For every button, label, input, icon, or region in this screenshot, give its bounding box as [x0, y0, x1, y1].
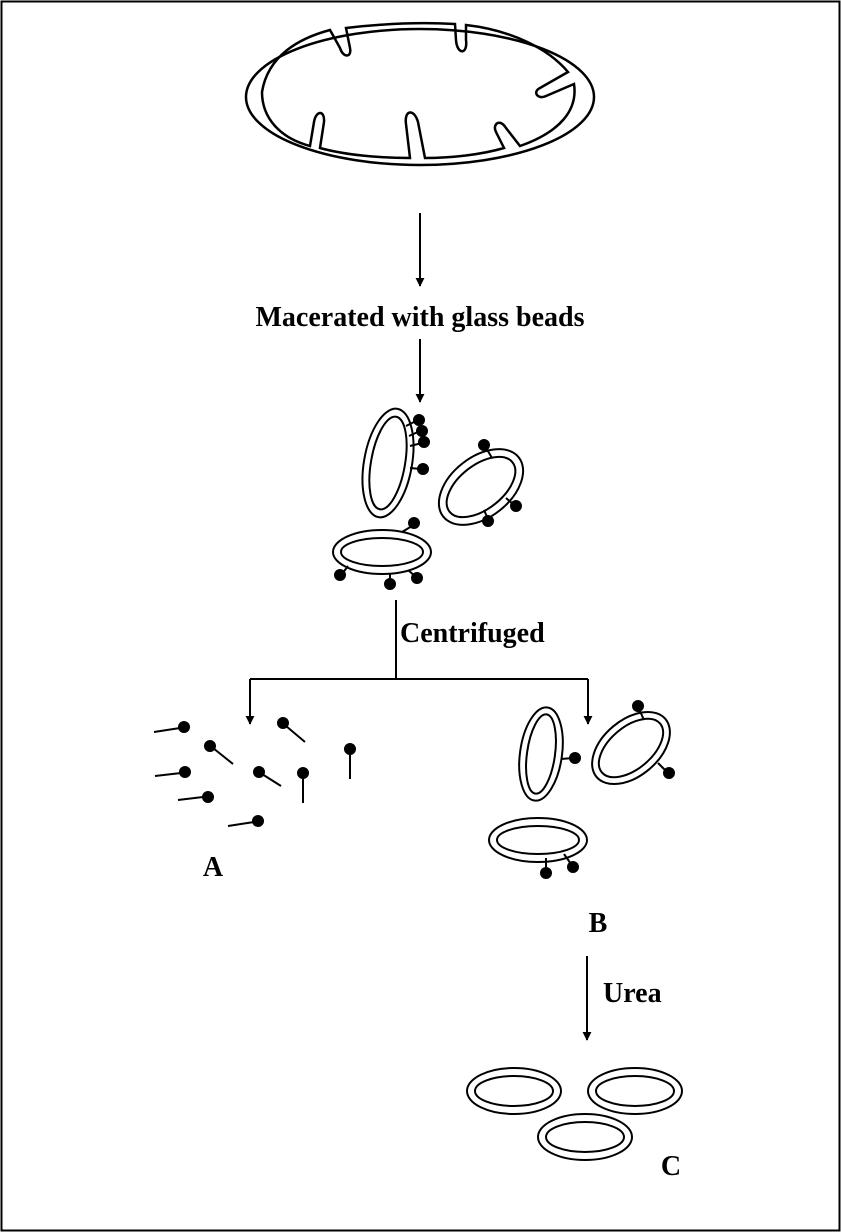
- fraction-c-stripped-vesicles: [466, 1067, 683, 1161]
- centrifuge-step-label: Centrifuged: [400, 618, 545, 649]
- macerate-step-label: Macerated with glass beads: [256, 302, 585, 333]
- vesicle-tall: [361, 407, 415, 519]
- vesicle-flat: [332, 529, 432, 575]
- outer-membrane: [244, 27, 596, 167]
- mitochondrion: [244, 21, 596, 167]
- inner-membrane-cristae: [260, 21, 576, 160]
- fraction-a-label: A: [203, 852, 224, 883]
- vesicle-tilted: [437, 448, 525, 526]
- urea-step-label: Urea: [603, 978, 662, 1009]
- vesicles-with-proteins: [332, 407, 525, 590]
- fraction-a-free-proteins: [153, 717, 356, 827]
- fraction-b-vesicles: [488, 700, 675, 879]
- peripheral-proteins: [334, 414, 522, 590]
- fraction-c-label: C: [661, 1151, 681, 1182]
- fraction-b-label: B: [589, 908, 608, 939]
